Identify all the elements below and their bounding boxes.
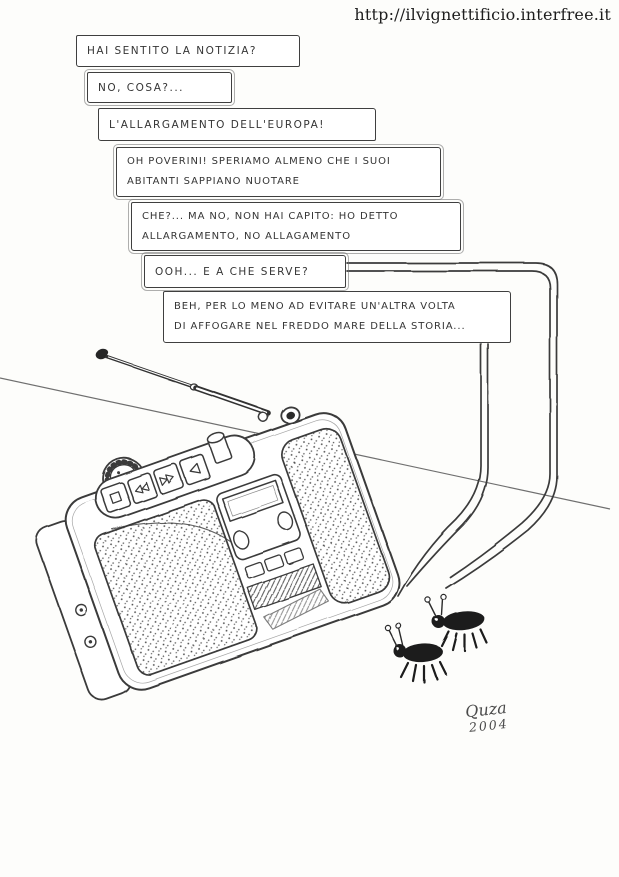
deck-key [244, 561, 265, 579]
artist-signature: Quza 2004 [464, 698, 509, 735]
rewind-icon [134, 481, 150, 493]
bug-right [424, 593, 489, 653]
speech-line: OH POVERINI! SPERIAMO ALMENO CHE I SUOI [127, 156, 391, 167]
spindle-hole [233, 530, 249, 550]
bug-antennae [428, 598, 444, 617]
speech-box: NO, COSA?... [84, 69, 235, 106]
left-speaker [94, 498, 258, 676]
radio-antenna [95, 348, 271, 416]
speech-line: L'ALLARGAMENTO DELL'EUROPA! [109, 118, 325, 131]
speech-line: BEH, PER LO MENO AD EVITARE UN'ALTRA VOL… [174, 301, 456, 312]
spindle-hole [277, 511, 294, 531]
website-url: http://ilvignettificio.interfree.it [354, 5, 611, 24]
speech-line: ABITANTI SAPPIANO NUOTARE [127, 176, 300, 187]
speech-box: OH POVERINI! SPERIAMO ALMENO CHE I SUOI … [113, 144, 444, 200]
speech-line: HAI SENTITO LA NOTIZIA? [87, 45, 257, 57]
bug-legs [440, 628, 489, 653]
bug-antennae [388, 627, 404, 647]
speech-box: CHE?... MA NO, NON HAI CAPITO: HO DETTO … [128, 199, 464, 254]
right-speaker [281, 427, 390, 604]
cassette-deck [215, 473, 329, 630]
vent-grille [246, 563, 322, 611]
speech-line: NO, COSA?... [98, 81, 185, 94]
stop-button [100, 481, 132, 514]
speech-box: OOH... E A CHE SERVE? [141, 252, 349, 291]
stop-icon [109, 491, 123, 504]
deck-key [283, 547, 305, 565]
fast-forward-icon [159, 474, 175, 486]
bug-legs [399, 660, 448, 684]
antenna-base [258, 411, 269, 423]
play-icon [189, 462, 201, 474]
speech-tail-outer [346, 262, 558, 589]
speech-box: HAI SENTITO LA NOTIZIA? [76, 35, 300, 67]
speech-line: OOH... E A CHE SERVE? [155, 265, 310, 278]
radio-boombox [35, 406, 400, 701]
speech-tail-inner [397, 343, 489, 597]
bug-left [384, 622, 448, 684]
speech-box: BEH, PER LO MENO AD EVITARE UN'ALTRA VOL… [163, 291, 511, 343]
display-window [221, 479, 284, 522]
play-button [179, 453, 211, 486]
speech-box: L'ALLARGAMENTO DELL'EUROPA! [98, 108, 376, 141]
speech-line: DI AFFOGARE NEL FREDDO MARE DELLA STORIA… [174, 321, 466, 332]
speech-line: CHE?... MA NO, NON HAI CAPITO: HO DETTO [142, 210, 399, 222]
speech-line: ALLARGAMENTO, NO ALLAGAMENTO [142, 230, 351, 242]
deck-key [264, 554, 285, 572]
control-panel [94, 432, 256, 519]
fast-forward-button [153, 463, 184, 495]
